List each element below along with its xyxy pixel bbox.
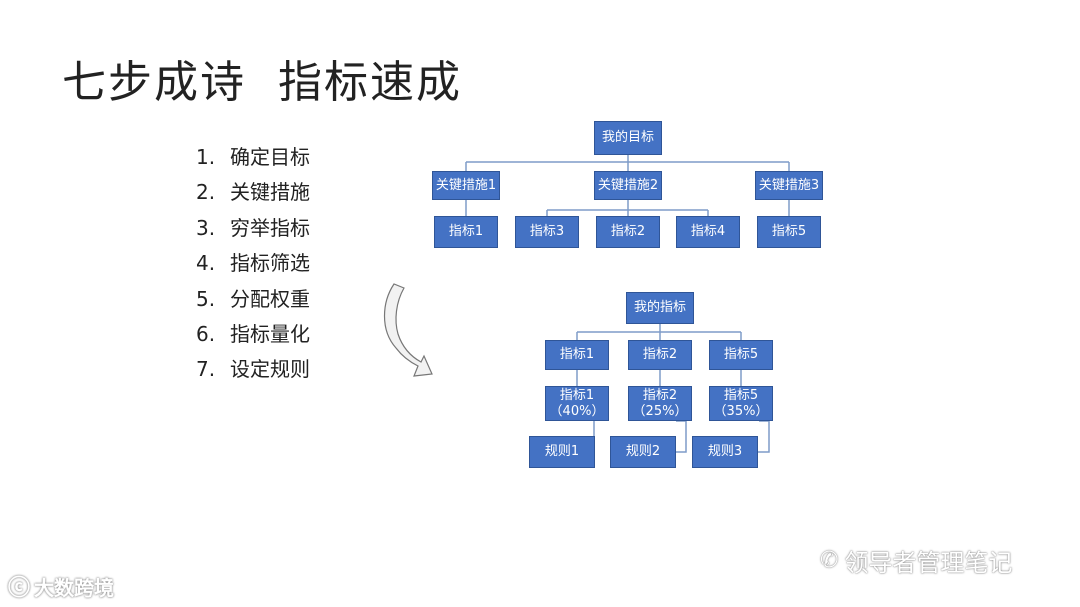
rule-box: 规则2 <box>610 436 676 468</box>
logo-icon: ⓒ <box>8 576 31 601</box>
indicator-box: 指标2 <box>628 340 692 370</box>
indicator-box: 指标1 <box>434 216 498 248</box>
list-item: 4.指标筛选 <box>196 251 310 276</box>
measure-box: 关键措施1 <box>432 171 500 200</box>
steps-list: 1.确定目标 2.关键措施 3.穷举指标 4.指标筛选 5.分配权重 6.指标量… <box>196 140 310 388</box>
watermark-left: ⓒ 大数跨境 <box>8 570 114 602</box>
list-item: 3.穷举指标 <box>196 215 310 240</box>
rule-box: 规则1 <box>529 436 595 468</box>
indicator-box: 指标5 <box>709 340 773 370</box>
indicator-box: 指标5 <box>757 216 821 248</box>
watermark-right: ✆ 领导者管理笔记 <box>820 548 1013 577</box>
list-item: 1.确定目标 <box>196 145 310 169</box>
list-item: 7.设定规则 <box>196 357 310 382</box>
curved-arrow-icon <box>384 283 433 377</box>
indicator-box: 指标1 <box>545 340 609 370</box>
weighted-indicator-box: 指标5（35%） <box>709 386 773 421</box>
list-item: 5.分配权重 <box>196 286 310 311</box>
weighted-indicator-box: 指标1（40%） <box>545 386 609 421</box>
wechat-icon: ✆ <box>820 548 839 573</box>
measure-box: 关键措施2 <box>594 171 662 200</box>
page-title: 七步成诗 指标速成 <box>62 57 462 108</box>
indicator-box: 指标4 <box>676 216 740 248</box>
rule-box: 规则3 <box>692 436 758 468</box>
indicator-box: 指标3 <box>515 216 579 248</box>
list-item: 2.关键措施 <box>196 180 310 205</box>
goal-root-box: 我的目标 <box>594 121 662 155</box>
measure-box: 关键措施3 <box>755 171 823 200</box>
indicator-root-box: 我的指标 <box>626 292 694 324</box>
indicator-box: 指标2 <box>596 216 660 248</box>
list-item: 6.指标量化 <box>196 321 310 346</box>
weighted-indicator-box: 指标2（25%） <box>628 386 692 421</box>
